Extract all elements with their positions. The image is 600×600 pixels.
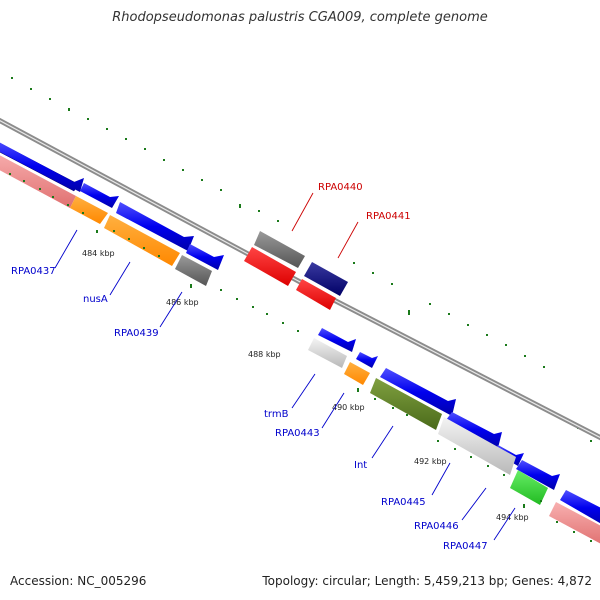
gene-RPA0441-bar — [304, 262, 348, 296]
gene-RPA0445-bar — [446, 412, 502, 448]
gene-label-trmB: trmB — [264, 409, 289, 420]
inner-tick-ruler — [9, 173, 592, 542]
reverse-leaders — [291, 192, 359, 259]
gene-label-RPA0439: RPA0439 — [114, 328, 159, 339]
gene-RPA0443-bar — [356, 352, 378, 368]
map-title: Rhodopseudomonas palustris CGA009, compl… — [112, 10, 488, 25]
gene-RPA0439-bar — [116, 202, 194, 251]
kbp-label-486: 486 kbp — [166, 298, 199, 307]
cog-pink-left — [0, 155, 76, 208]
gene-RPA0440-cog — [244, 247, 296, 286]
gene-Int-bar — [380, 368, 456, 416]
gene-nusA-bar — [80, 183, 119, 208]
kbp-label-484: 484 kbp — [82, 249, 115, 258]
gene-RPA0440-bar — [254, 231, 305, 268]
cog-orange-RPA0443 — [344, 362, 370, 385]
kbp-label-494: 494 kbp — [496, 513, 529, 522]
cog-light-RPA0445 — [438, 417, 516, 475]
genome-stats-text: Topology: circular; Length: 5,459,213 bp… — [262, 574, 592, 588]
gene-labels: RPA0437 nusA RPA0439 RPA0440 RPA0441 trm… — [11, 182, 488, 552]
reverse-strand — [244, 231, 348, 310]
gene-label-RPA0441: RPA0441 — [366, 211, 411, 222]
cog-orange-RPA0439 — [104, 215, 180, 266]
gene-trmB-bar — [318, 328, 356, 352]
kbp-labels: 484 kbp 486 kbp 488 kbp 490 kbp 492 kbp … — [82, 249, 529, 522]
gene-label-RPA0445: RPA0445 — [381, 497, 426, 508]
gene-bar-d — [186, 244, 224, 270]
gene-label-RPA0443: RPA0443 — [275, 428, 320, 439]
kbp-label-490: 490 kbp — [332, 403, 365, 412]
gene-RPA0447-bar — [516, 460, 560, 490]
gene-label-Int: Int — [354, 460, 367, 471]
gene-RPA0441-cog — [296, 279, 336, 310]
forward-strand — [0, 142, 600, 544]
gene-label-RPA0447: RPA0447 — [443, 541, 488, 552]
cog-olive-Int — [370, 378, 442, 430]
cog-green-RPA0447 — [510, 470, 548, 505]
gene-label-RPA0440: RPA0440 — [318, 182, 363, 193]
label-leaders — [54, 229, 516, 541]
genome-backbone — [0, 117, 600, 441]
accession-text: Accession: NC_005296 — [10, 574, 147, 588]
outer-tick-ruler — [11, 77, 592, 442]
gene-label-RPA0437: RPA0437 — [11, 266, 56, 277]
cog-light-trmB — [308, 338, 347, 368]
gene-label-RPA0446: RPA0446 — [414, 521, 459, 532]
gene-RPA0437-arrow — [0, 142, 84, 192]
gene-label-nusA: nusA — [83, 294, 108, 305]
kbp-label-488: 488 kbp — [248, 350, 281, 359]
kbp-label-492: 492 kbp — [414, 457, 447, 466]
gene-right-bar — [560, 490, 600, 524]
cog-orange-nusA — [70, 196, 108, 224]
cog-pink-right — [549, 502, 600, 544]
cog-gray-d — [175, 255, 212, 286]
